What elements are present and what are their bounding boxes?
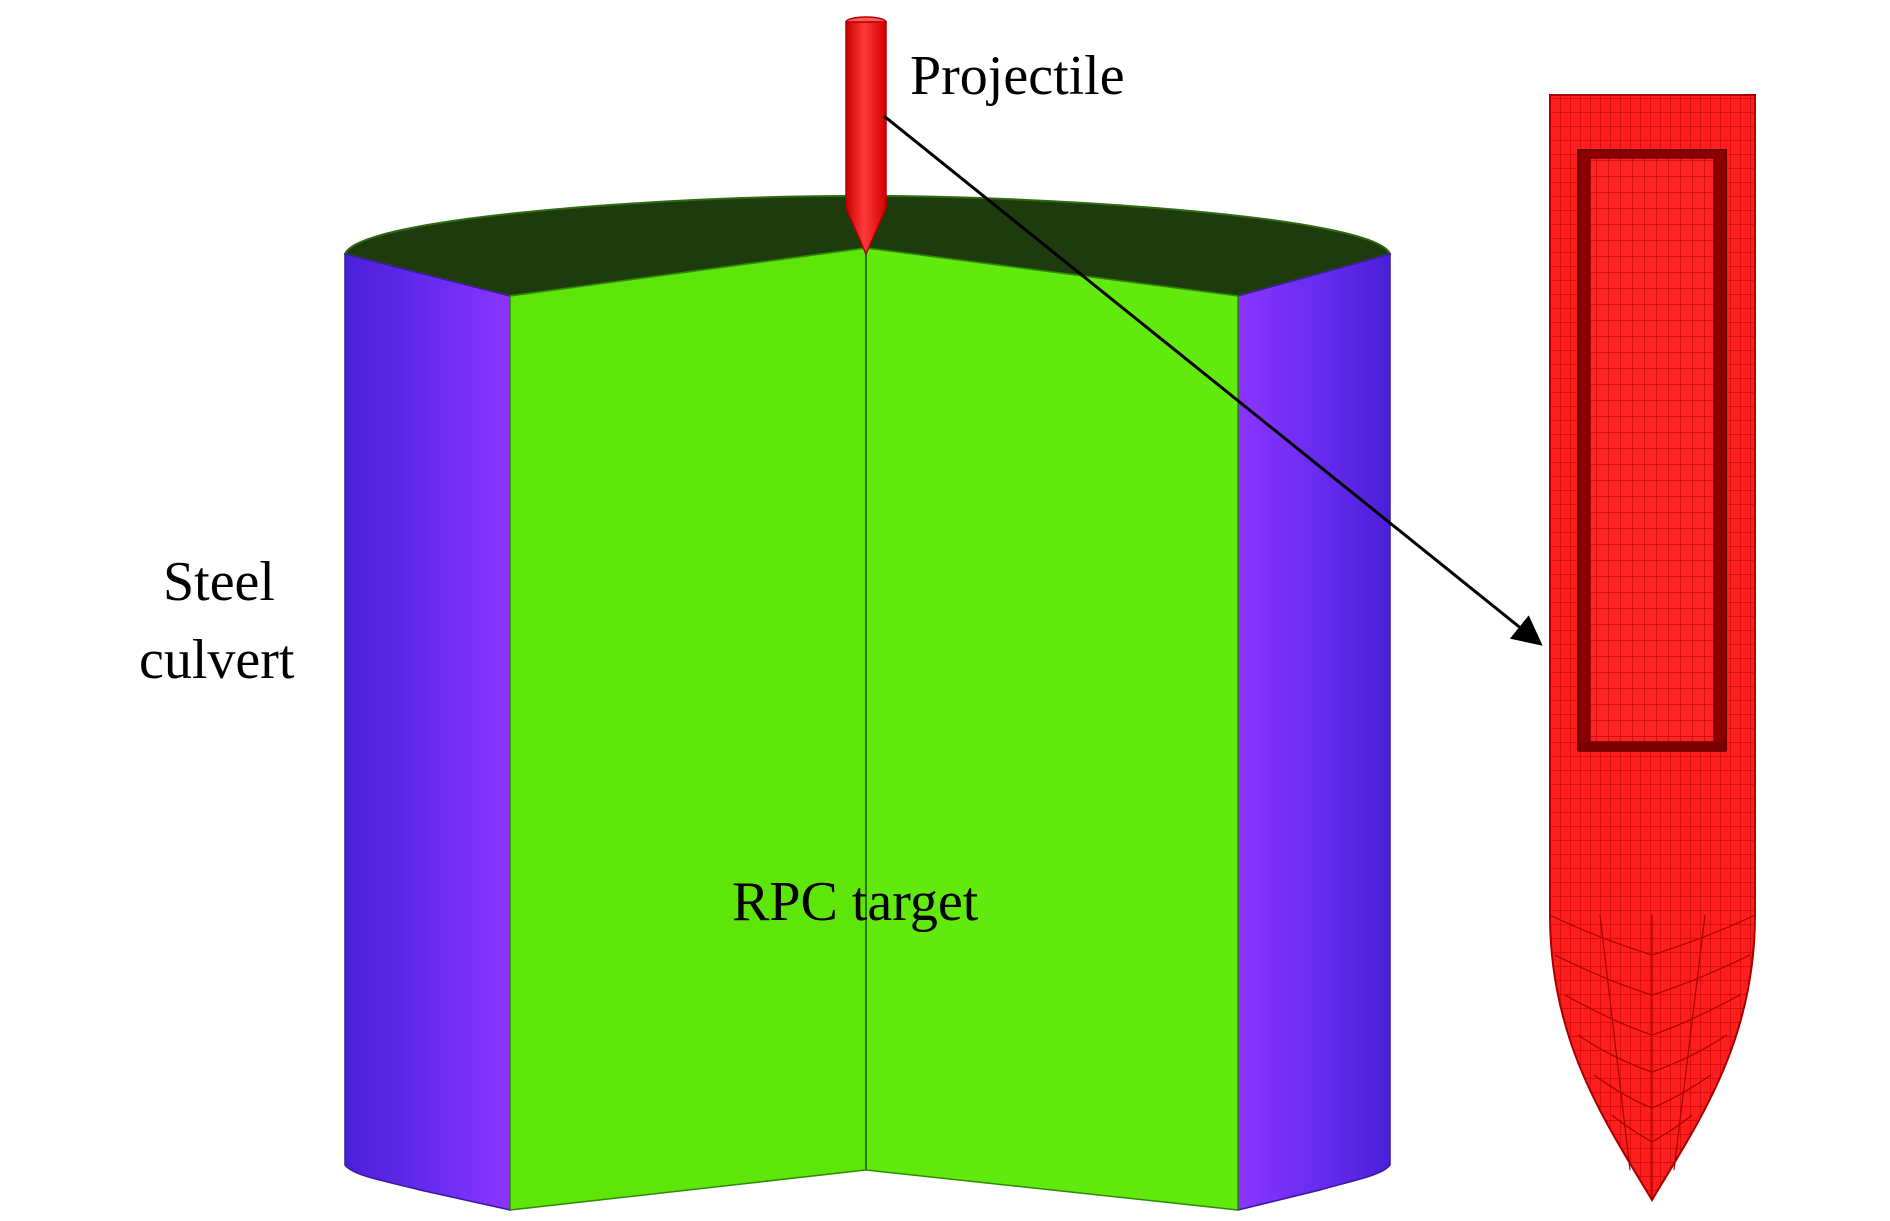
label-projectile: Projectile	[910, 45, 1125, 107]
label-steel-culvert-line1: Steel	[163, 551, 275, 613]
label-rpc-target: RPC target	[732, 871, 979, 933]
label-steel-culvert-line2: culvert	[139, 629, 295, 691]
projectile-mesh-detail	[1549, 94, 1756, 1202]
steel-culvert-right-wall	[1237, 253, 1391, 1211]
projectile-small	[845, 16, 887, 256]
culvert-target-model	[343, 194, 1392, 1211]
rpc-target-right-face	[865, 247, 1239, 1211]
steel-culvert-left-wall	[344, 253, 511, 1211]
nose-mesh-lines	[1549, 914, 1756, 1200]
callout-arrow	[883, 114, 1543, 646]
rpc-target-left-face	[509, 247, 867, 1211]
